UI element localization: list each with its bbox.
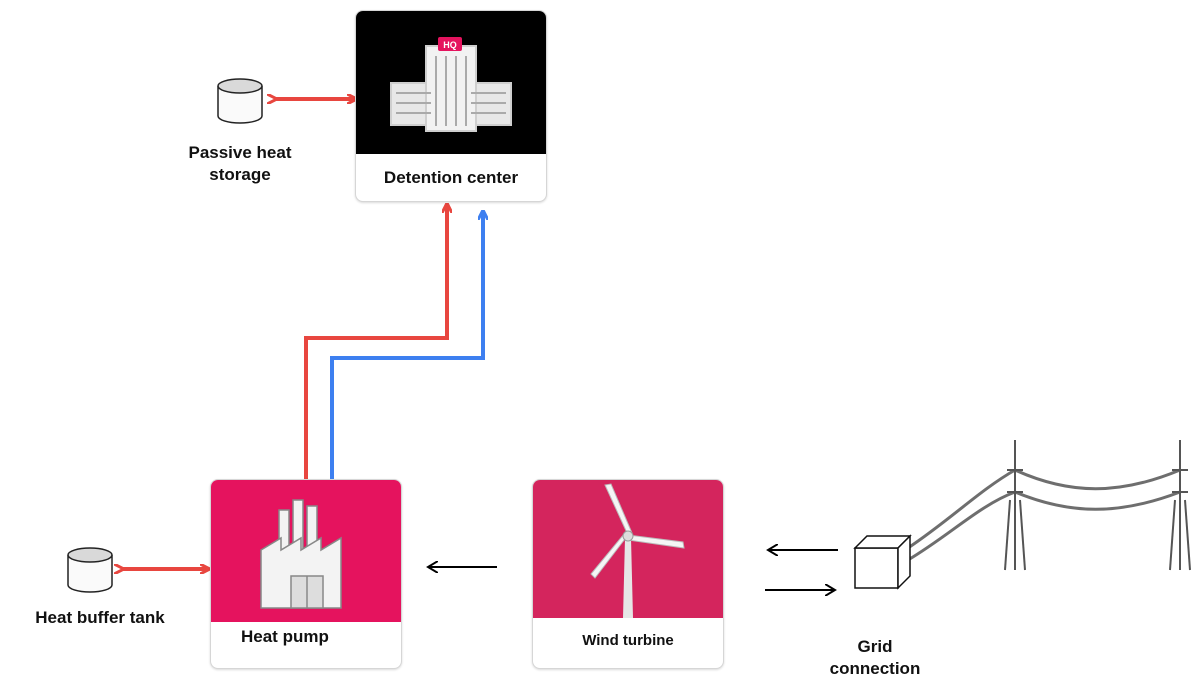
grid-connection-label: Grid connection	[829, 637, 921, 678]
detention-center-label: Detention center	[383, 168, 519, 187]
detention-tile: HQ	[356, 11, 546, 154]
passive-heat-storage-label: Passive heat storage	[188, 143, 292, 184]
wind-turbine-label: Wind turbine	[582, 632, 674, 649]
wind-turbine-card[interactable]: Wind turbine	[532, 479, 724, 669]
storage-cylinder-icon	[217, 78, 263, 124]
factory-icon	[260, 499, 342, 609]
power-line-icon	[907, 440, 1191, 571]
heat-pump-label: Heat pump	[241, 627, 329, 646]
heat-pump-tile	[211, 480, 401, 622]
heat-pump-card[interactable]: Heat pump	[210, 479, 402, 669]
supply-heat-pipe	[304, 205, 447, 480]
hq-building-icon: HQ	[390, 37, 512, 132]
grid-cube-icon	[853, 534, 912, 590]
wind-turbine-tile	[533, 480, 723, 618]
detention-center-card[interactable]: HQ Detention center	[355, 10, 547, 202]
hq-badge: HQ	[443, 40, 457, 50]
wind-turbine-icon	[590, 483, 685, 618]
storage-cylinder-icon	[67, 547, 113, 593]
return-cold-pipe	[330, 212, 483, 480]
heat-buffer-tank-label: Heat buffer tank	[35, 608, 165, 627]
